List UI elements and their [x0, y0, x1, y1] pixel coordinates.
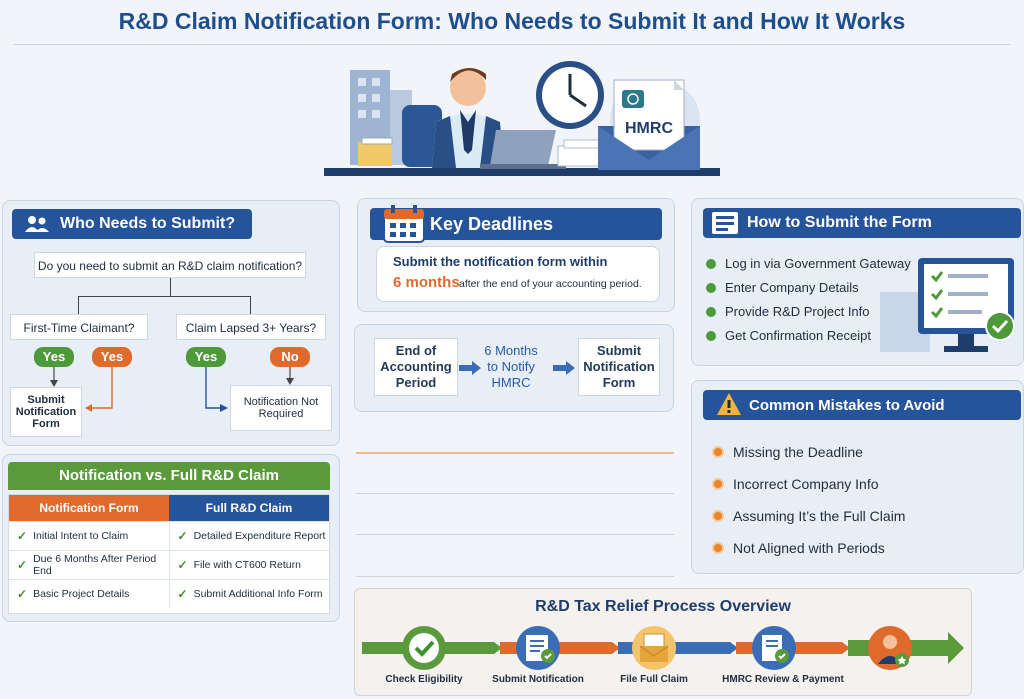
arrow-right-icon [553, 361, 575, 375]
mistake-item: Incorrect Company Info [712, 468, 905, 500]
mistakes-header: Common Mistakes to Avoid [703, 390, 1021, 420]
table-row: ✓Basic Project Details ✓Submit Additiona… [9, 579, 329, 608]
process-step-label: File Full Claim [620, 674, 688, 685]
how-to-steps: Log in via Government Gateway Enter Comp… [706, 256, 911, 352]
yes-badge: Yes [186, 347, 226, 367]
hmrc-label: HMRC [625, 120, 673, 137]
flow-step: 6 Months to Notify HMRC [484, 343, 538, 390]
column-header: Full R&D Claim [169, 495, 329, 521]
check-icon: ✓ [177, 558, 188, 572]
person-icon [450, 70, 486, 106]
yes-badge: Yes [34, 347, 74, 367]
yes-badge: Yes [92, 347, 132, 367]
check-icon: ✓ [17, 558, 28, 572]
hero-illustration [324, 61, 720, 176]
payment-person-icon [868, 626, 912, 670]
bullet-icon [712, 510, 724, 522]
connector [250, 296, 251, 314]
deadlines-title: Key Deadlines [430, 213, 554, 234]
no-badge: No [270, 347, 310, 367]
arrow-right-icon [459, 361, 481, 375]
divider [356, 534, 674, 535]
divider [356, 452, 674, 454]
flow-arrows [50, 367, 294, 412]
divider [356, 576, 674, 577]
result-not-required: Notification Not Required [230, 385, 332, 431]
calendar-icon [383, 205, 425, 243]
bullet-icon [712, 478, 724, 490]
how-to-header: How to Submit the Form [703, 208, 1021, 238]
connector [170, 278, 171, 296]
how-step: Enter Company Details [706, 280, 911, 295]
monitor-checklist-icon [880, 258, 1015, 352]
connector [78, 296, 79, 314]
check-icon: ✓ [17, 587, 28, 601]
mistake-item: Not Aligned with Periods [712, 532, 905, 564]
mistake-item: Assuming It’s the Full Claim [712, 500, 905, 532]
bullet-icon [712, 542, 724, 554]
form-icon [712, 212, 738, 234]
flow-step: Submit Notification Form [578, 338, 660, 396]
deadline-line2: after the end of your accounting period. [459, 278, 642, 290]
submit-notification-icon [516, 626, 560, 670]
mistakes-title: Common Mistakes to Avoid [749, 396, 945, 414]
check-icon: ✓ [17, 529, 28, 543]
bullet-icon [712, 446, 724, 458]
column-header: Notification Form [9, 495, 169, 521]
process-title: R&D Tax Relief Process Overview [535, 598, 791, 615]
how-step: Get Confirmation Receipt [706, 328, 911, 343]
warning-icon [717, 393, 741, 415]
bullet-icon [706, 258, 716, 269]
flow-step: End of Accounting Period [374, 338, 458, 396]
page-title: R&D Claim Notification Form: Who Needs t… [118, 8, 906, 34]
process-track [362, 626, 964, 670]
deadline-card [376, 246, 660, 302]
check-icon: ✓ [177, 587, 188, 601]
title-divider [14, 44, 1010, 45]
hmrc-review-icon [752, 626, 796, 670]
comparison-header: Notification vs. Full R&D Claim [8, 462, 330, 490]
users-icon [25, 216, 49, 232]
table-header-row: Notification Form Full R&D Claim [9, 495, 329, 521]
table-row: ✓Initial Intent to Claim ✓Detailed Expen… [9, 521, 329, 550]
bullet-icon [706, 330, 716, 341]
table-row: ✓Due 6 Months After Period End ✓File wit… [9, 550, 329, 579]
bullet-icon [706, 306, 716, 317]
how-step: Provide R&D Project Info [706, 304, 911, 319]
who-needs-title: Who Needs to Submit? [60, 215, 236, 232]
bullet-icon [706, 282, 716, 293]
check-icon: ✓ [177, 529, 188, 543]
file-claim-icon [632, 626, 676, 670]
lapsed-question: Claim Lapsed 3+ Years? [176, 314, 326, 340]
check-eligibility-icon [402, 626, 446, 670]
connector [78, 296, 250, 297]
deadline-months: 6 months [393, 274, 460, 291]
process-step-label: HMRC Review & Payment [722, 674, 844, 685]
question-box: Do you need to submit an R&D claim notif… [34, 252, 306, 278]
how-step: Log in via Government Gateway [706, 256, 911, 271]
process-step-label: Submit Notification [492, 674, 584, 685]
deadline-line1: Submit the notification form within [393, 254, 608, 269]
process-step-label: Check Eligibility [385, 674, 463, 685]
first-time-question: First-Time Claimant? [10, 314, 148, 340]
how-to-title: How to Submit the Form [747, 214, 932, 231]
result-submit: Submit Notification Form [10, 387, 82, 437]
mistakes-list: Missing the Deadline Incorrect Company I… [712, 436, 905, 564]
who-needs-header: Who Needs to Submit? [12, 209, 252, 239]
comparison-table: Notification Form Full R&D Claim ✓Initia… [8, 494, 330, 614]
divider [356, 493, 674, 494]
mistake-item: Missing the Deadline [712, 436, 905, 468]
